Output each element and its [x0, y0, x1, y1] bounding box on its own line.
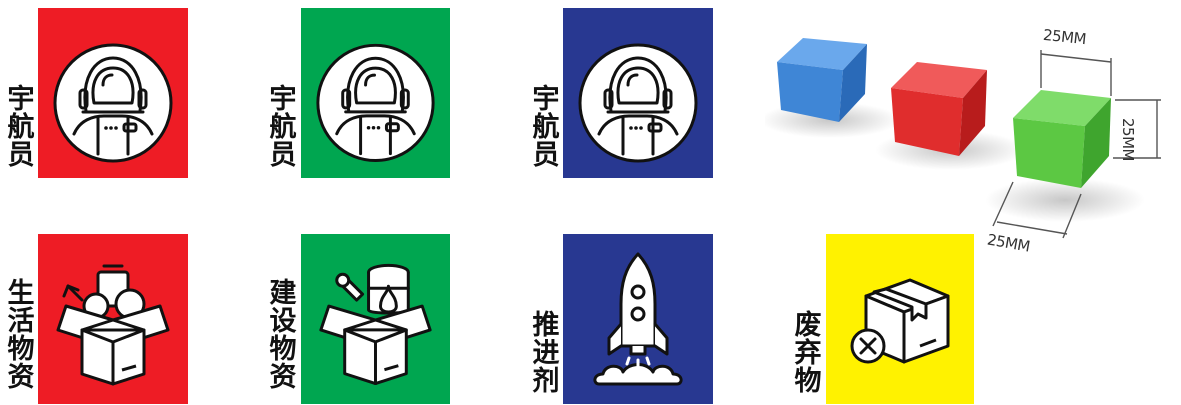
label-construction-green: 建设物资 — [269, 278, 297, 393]
card-astronaut-blue — [563, 8, 713, 178]
red-cube — [891, 62, 987, 156]
card-construction-green — [301, 234, 450, 404]
card-astronaut-green — [301, 8, 450, 178]
blue-cube — [777, 38, 867, 122]
label-waste-yellow: 废弃物 — [794, 310, 822, 397]
box-with-x-icon — [850, 278, 950, 364]
wooden-cubes-image — [765, 38, 1161, 239]
card-astronaut-red — [38, 8, 188, 178]
label-propellant-blue: 推进剂 — [532, 310, 560, 397]
label-supplies-red: 生活物资 — [7, 278, 35, 393]
green-cube — [1013, 90, 1111, 188]
food-box-icon — [56, 264, 170, 386]
label-astronaut-red: 宇航员 — [7, 84, 35, 171]
label-astronaut-green: 宇航员 — [269, 84, 297, 171]
cubes-photo: 25MM 25MM 25MM — [765, 10, 1175, 270]
rocket-icon — [593, 252, 683, 386]
dimension-label-side: 25MM — [1119, 118, 1137, 161]
astronaut-helmet-icon — [578, 43, 698, 163]
card-waste-yellow — [826, 234, 974, 404]
label-astronaut-blue: 宇航员 — [532, 84, 560, 171]
card-propellant-blue — [563, 234, 713, 404]
tools-barrel-box-icon — [319, 263, 432, 386]
astronaut-helmet-icon — [316, 43, 435, 163]
card-supplies-red — [38, 234, 188, 404]
astronaut-helmet-icon — [53, 43, 173, 163]
